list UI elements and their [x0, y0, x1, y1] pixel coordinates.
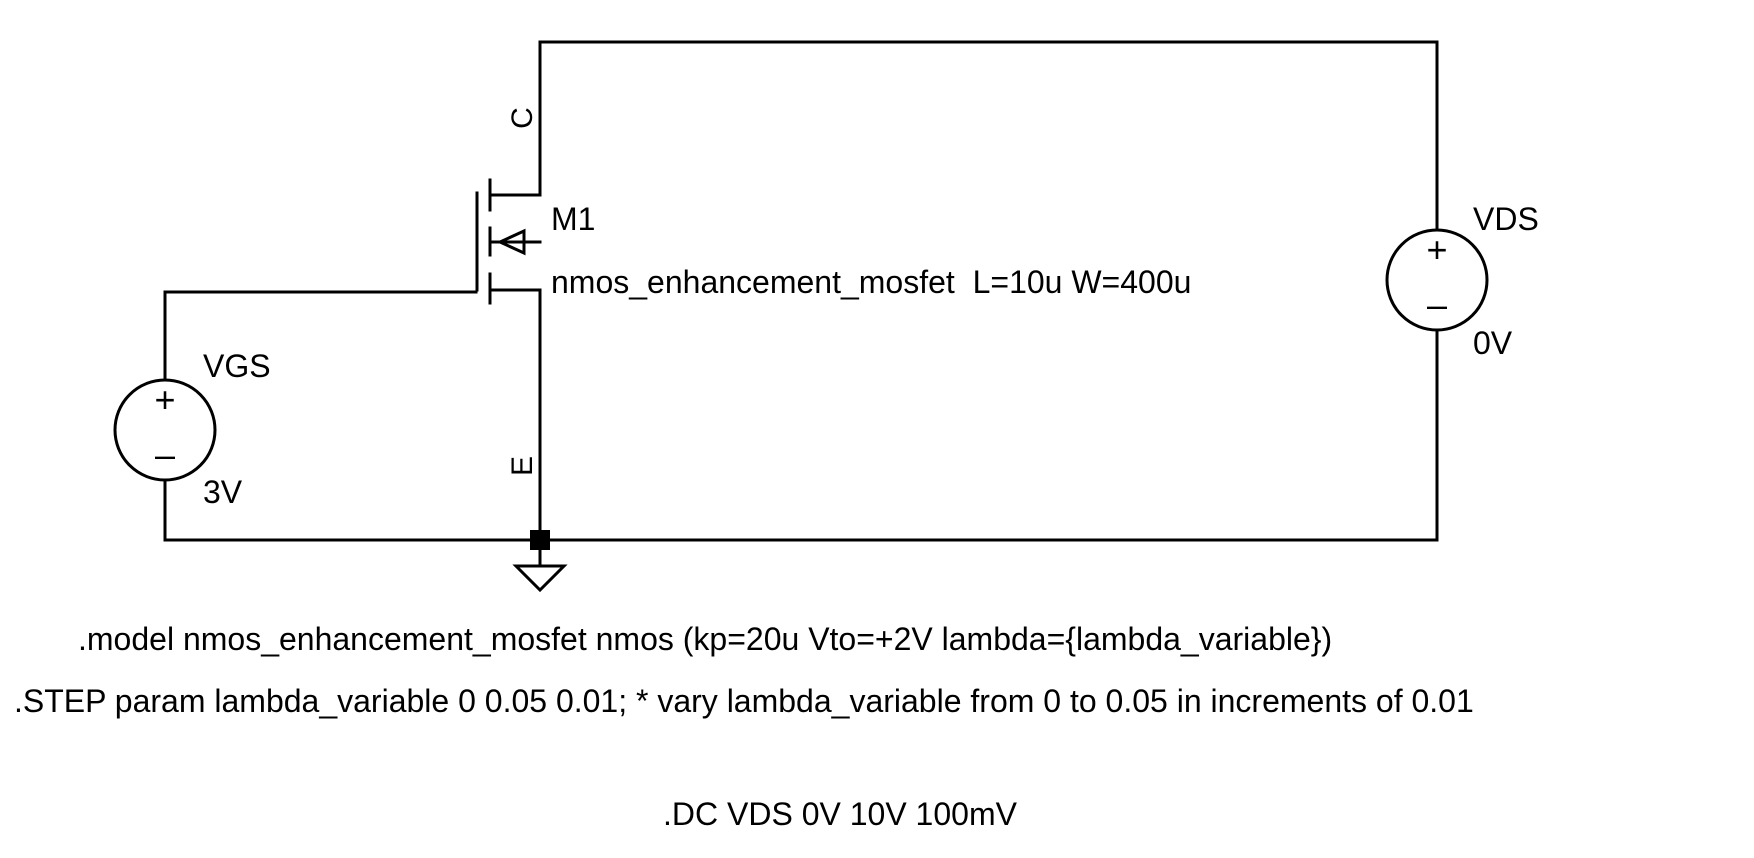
vds-name-label: VDS — [1473, 201, 1539, 237]
mosfet-top-pin-label: C — [506, 107, 539, 129]
mosfet-arrow-icon — [496, 228, 526, 256]
vgs-plus-sign: + — [154, 379, 175, 420]
vgs-source-circle — [113, 378, 217, 482]
vds-minus-sign: – — [1427, 284, 1447, 325]
step-directive[interactable]: .STEP param lambda_variable 0 0.05 0.01;… — [14, 683, 1474, 719]
model-directive[interactable]: .model nmos_enhancement_mosfet nmos (kp=… — [78, 621, 1332, 657]
vds-source-symbol[interactable] — [1385, 228, 1489, 332]
wire-gate — [163, 290, 478, 382]
mosfet-source-lead — [488, 288, 542, 320]
vds-plus-sign: + — [1426, 229, 1447, 270]
mosfet-bottom-pin-label: E — [506, 456, 539, 476]
mosfet-m1-symbol[interactable] — [475, 178, 542, 320]
vgs-value-label: 3V — [203, 474, 243, 510]
wire-drain-top — [538, 40, 1439, 232]
vgs-minus-sign: – — [155, 434, 175, 475]
mosfet-name-label: M1 — [551, 201, 595, 237]
mosfet-model-label: nmos_enhancement_mosfet L=10u W=400u — [551, 264, 1191, 300]
junction-node — [530, 530, 550, 550]
vgs-name-label: VGS — [203, 348, 271, 384]
dc-directive[interactable]: .DC VDS 0V 10V 100mV — [663, 796, 1018, 832]
wires — [163, 40, 1439, 542]
vds-value-label: 0V — [1473, 325, 1513, 361]
vds-source-circle — [1385, 228, 1489, 332]
vgs-source-symbol[interactable] — [113, 378, 217, 482]
